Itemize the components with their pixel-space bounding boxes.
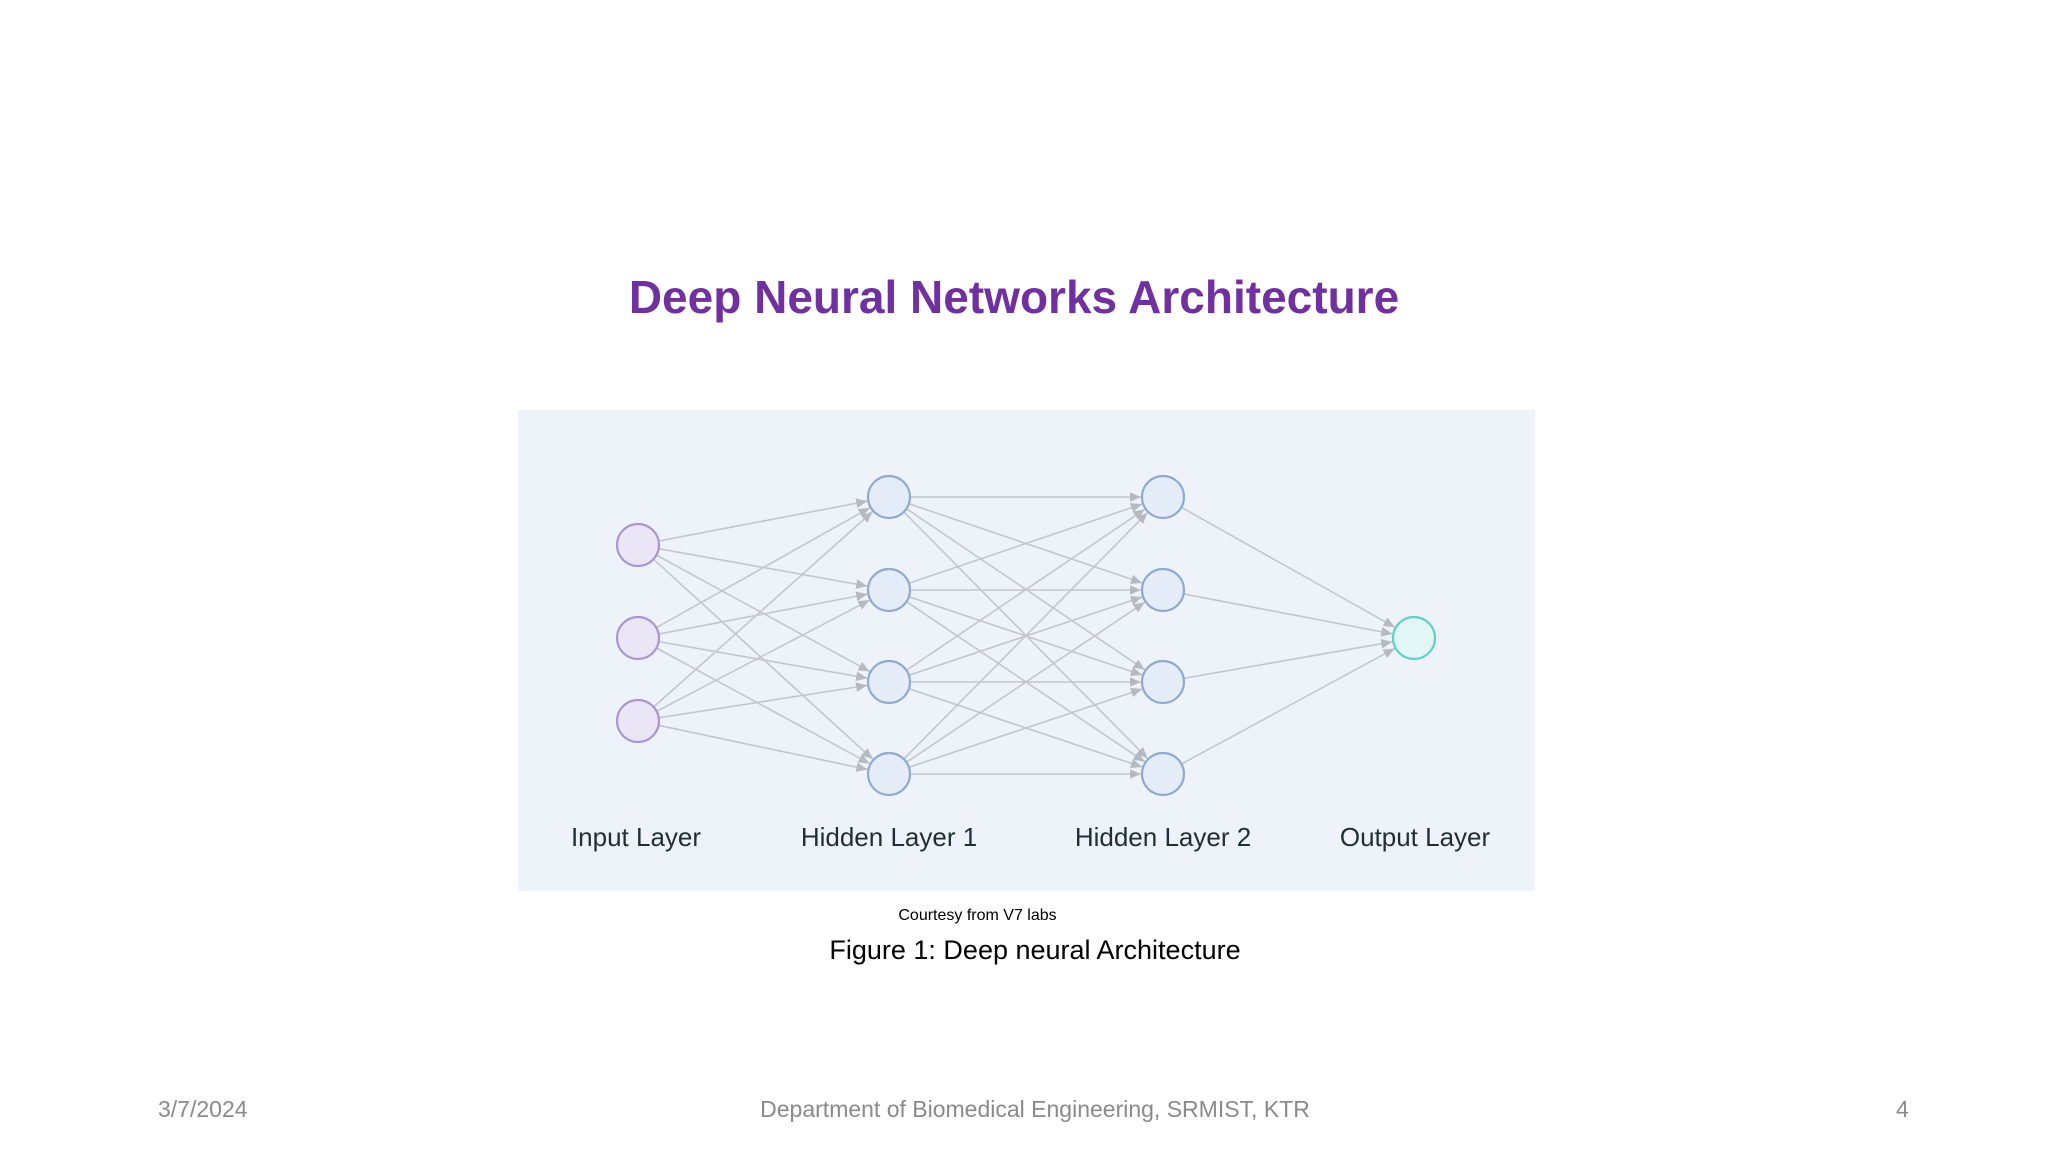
layer-label-hidden-1: Hidden Layer 1 [800,822,978,852]
layer-label-input: Input Layer [570,822,702,852]
network-diagram-svg [615,474,1437,797]
node-output-1 [1391,615,1437,661]
edge-hidden2-2-to-output-1 [1183,593,1393,637]
node-hidden2-3 [1140,659,1186,705]
node-hidden1-3 [866,659,912,705]
node-hidden1-4 [866,751,912,797]
node-hidden2-2 [1140,567,1186,613]
edge-input-2-to-hidden1-2 [658,591,868,635]
edge-hidden2-1-to-output-1 [1180,506,1396,628]
footer-date: 3/7/2024 [158,1096,248,1122]
node-hidden2-4 [1140,751,1186,797]
node-input-2 [615,615,661,661]
footer-department: Department of Biomedical Engineering, SR… [760,1096,1310,1122]
figure-caption: Figure 1: Deep neural Architecture [829,935,1241,965]
edge-input-2-to-hidden1-1 [655,507,871,629]
edge-hidden1-3-to-hidden2-1 [905,508,1146,671]
edge-input-1-to-hidden1-1 [658,498,868,542]
edge-input-2-to-hidden1-3 [658,640,868,681]
node-hidden1-2 [866,567,912,613]
node-input-1 [615,522,661,568]
layer-label-hidden-2: Hidden Layer 2 [1074,822,1252,852]
node-hidden2-1 [1140,474,1186,520]
edge-input-3-to-hidden1-2 [656,599,870,712]
nodes-group [615,474,1437,797]
edge-hidden1-4-to-hidden2-1 [903,512,1149,760]
edges-group [652,492,1396,779]
node-input-3 [615,698,661,744]
edge-hidden1-4-to-hidden2-3 [908,688,1143,769]
edge-hidden1-2-to-hidden2-1 [908,503,1143,585]
edge-input-3-to-hidden1-1 [653,511,874,708]
network-diagram [518,410,1535,891]
slide-title: Deep Neural Networks Architecture [628,271,1400,323]
edge-hidden2-3-to-output-1 [1183,639,1393,680]
edge-input-2-to-hidden1-4 [656,647,871,765]
edge-hidden1-4-to-hidden2-2 [905,601,1146,763]
edge-hidden2-4-to-output-1 [1181,647,1396,765]
edge-input-3-to-hidden1-4 [658,724,868,772]
courtesy-note: Courtesy from V7 labs [898,907,1057,924]
edge-input-3-to-hidden1-3 [658,682,868,719]
footer-page-number: 4 [1896,1096,1909,1122]
layer-label-output: Output Layer [1339,822,1491,852]
edge-input-1-to-hidden1-3 [656,554,871,673]
node-hidden1-1 [866,474,912,520]
